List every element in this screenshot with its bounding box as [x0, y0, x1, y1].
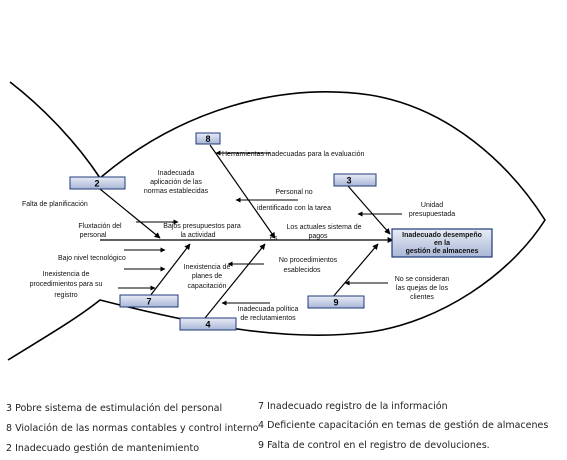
cause-politica-1: Inadecuada política	[238, 306, 299, 313]
cause-quejas-3: clientes	[410, 294, 434, 301]
effect-box: Inadecuado desempeño en la gestión de al…	[391, 228, 493, 258]
cause-fluxtacion-1: Fluxtación del	[78, 223, 122, 230]
category-box-3: 3	[333, 173, 377, 187]
cause-inex-proc-2: procedimientos para su	[30, 281, 103, 288]
bone-2	[99, 188, 161, 239]
effect-line-2: en la	[434, 240, 450, 247]
cause-aplicacion-normas-1: Inadecuada	[158, 170, 195, 177]
cause-unidad-1: Unidad	[421, 202, 443, 209]
cause-quejas-1: No se consideran	[395, 276, 450, 283]
bone-9	[331, 243, 379, 299]
cause-herramientas: Herramientas inadecuadas para la evaluac…	[222, 151, 365, 158]
cause-inex-proc-3: registro	[54, 292, 77, 299]
category-number-2: 2	[94, 179, 99, 189]
cause-personal-no-2: identificado con la tarea	[257, 205, 331, 212]
bone-8	[209, 144, 276, 239]
cause-sistema-pagos-2: pagos	[308, 233, 328, 240]
cause-falta-planificacion: Falta de planificación	[22, 201, 88, 208]
category-number-7: 7	[146, 297, 151, 307]
cause-bajo-nivel: Bajo nivel tecnológico	[58, 255, 126, 262]
cause-personal-no-1: Personal no	[275, 189, 312, 196]
cause-fluxtacion-2: personal	[80, 232, 107, 239]
cause-aplicacion-normas-3: normas establecidas	[144, 188, 209, 195]
category-number-8: 8	[205, 134, 210, 144]
fish-body-outline	[7, 81, 546, 361]
legend-left-2: 8 Violación de las normas contables y co…	[6, 423, 259, 434]
cause-quejas-2: las quejas de los	[396, 285, 449, 292]
cause-bajos-presupuestos-1: Bajos presupuestos para	[163, 223, 241, 230]
category-box-4: 4	[179, 317, 237, 331]
bone-3	[347, 185, 391, 235]
cause-inex-proc-1: Inexistencia de	[43, 271, 90, 278]
legend-right-1: 7 Inadecuado registro de la información	[258, 401, 448, 412]
category-number-9: 9	[333, 298, 338, 308]
effect-line-3: gestión de almacenes	[406, 248, 479, 255]
bone-7	[149, 243, 191, 297]
legend-left-1: 3 Pobre sistema de estimulación del pers…	[6, 403, 223, 414]
cause-planes-2: planes de	[192, 273, 222, 280]
category-box-8: 8	[195, 132, 221, 145]
cause-arrows	[118, 150, 402, 306]
effect-line-1: Inadecuado desempeño	[402, 232, 482, 239]
legend-right-3: 9 Falta de control en el registro de dev…	[258, 440, 490, 451]
cause-planes-3: capacitación	[188, 283, 227, 290]
category-number-3: 3	[346, 176, 351, 186]
category-box-2: 2	[69, 176, 126, 190]
legend-right-2: 4 Deficiente capacitación en temas de ge…	[258, 420, 549, 431]
cause-aplicacion-normas-2: aplicación de las	[150, 179, 202, 186]
cause-bajos-presupuestos-2: la actividad	[180, 232, 215, 239]
cause-no-proc-1: No procedimientos	[279, 257, 338, 264]
legend-left-3: 2 Inadecuado gestión de mantenimiento	[6, 443, 200, 454]
cause-politica-2: de reclutamientos	[240, 315, 296, 322]
cause-sistema-pagos-1: Los actuales sistema de	[286, 224, 361, 231]
cause-es: es	[270, 235, 278, 242]
bone-4	[204, 243, 266, 319]
category-box-9: 9	[307, 295, 365, 309]
category-number-4: 4	[205, 320, 210, 330]
cause-unidad-2: presupuestada	[409, 211, 455, 218]
cause-no-proc-2: esablecidos	[284, 267, 321, 274]
cause-planes-1: Inexistencia de	[184, 264, 231, 271]
category-box-7: 7	[119, 294, 179, 308]
